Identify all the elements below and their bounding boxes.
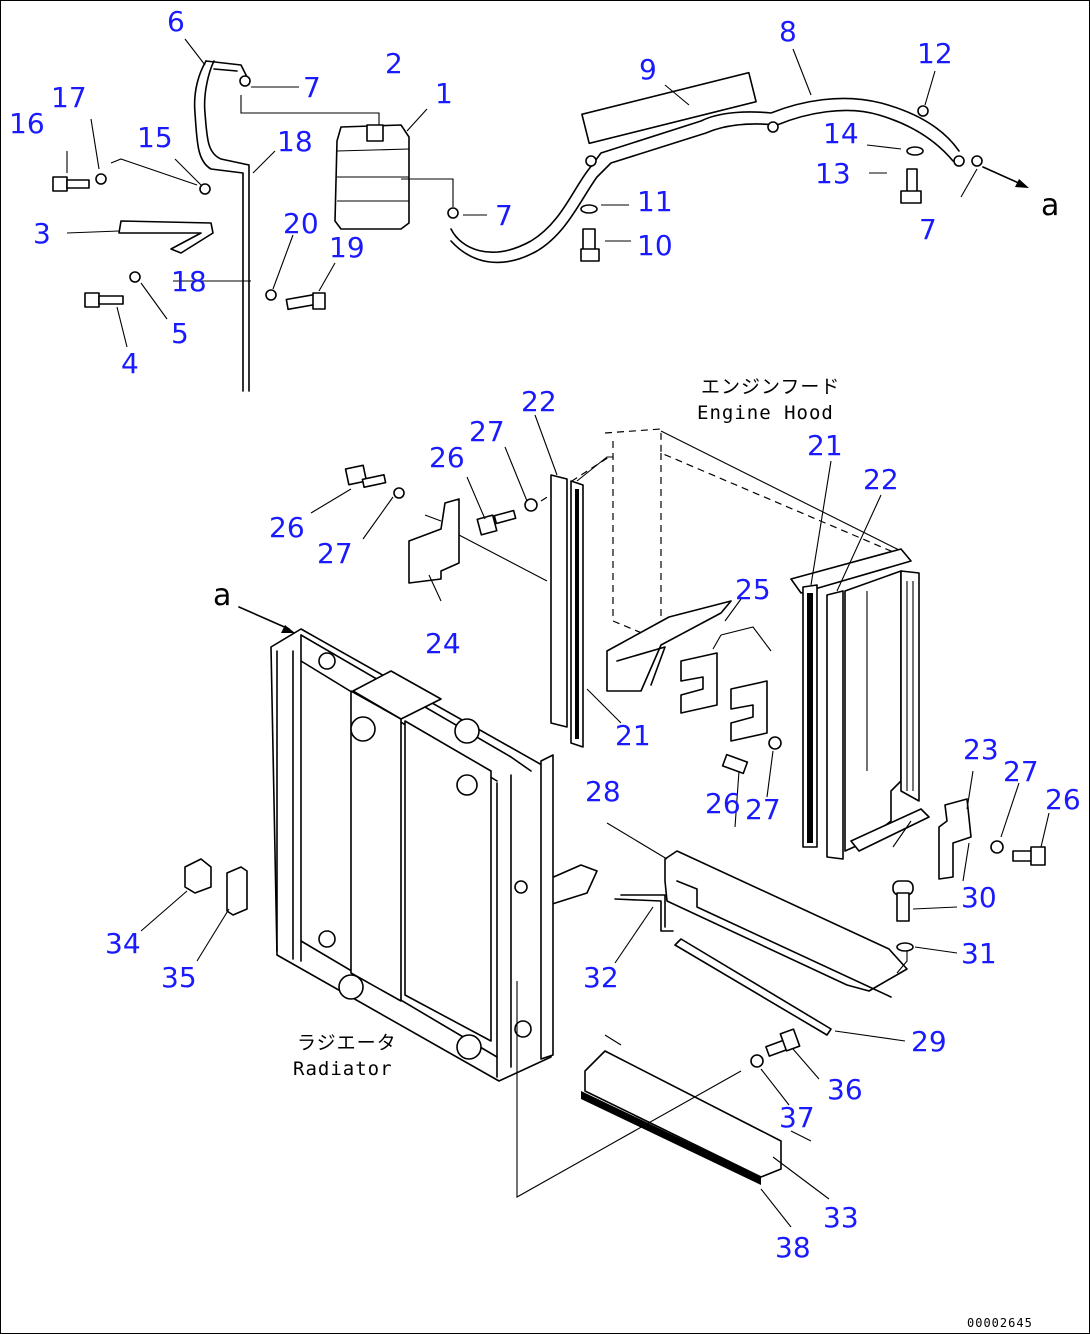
callout-27c: 27 [745,793,781,826]
callout-26a: 26 [429,441,465,474]
callout-7a: 7 [303,71,321,104]
callout-17: 17 [51,81,87,114]
callout-28: 28 [585,775,621,808]
callout-34: 34 [105,927,141,960]
radiator-caption-jp: ラジエータ [297,1032,397,1054]
callout-30: 30 [961,881,997,914]
callout-12: 12 [917,37,953,70]
radiator [270,628,598,1082]
leader-lines-lower [140,414,1050,1228]
callout-27d: 27 [1003,755,1039,788]
callout-27a: 27 [469,415,505,448]
callout-22a: 22 [521,385,557,418]
right-side-panels [790,548,930,860]
callout-11: 11 [637,185,673,218]
callout-37: 37 [779,1101,815,1134]
callout-5: 5 [171,317,189,350]
callout-9: 9 [639,53,657,86]
callout-36: 36 [827,1073,863,1106]
callout-23: 23 [963,733,999,766]
left-seal-strips [550,456,613,748]
callout-22b: 22 [863,463,899,496]
callout-27b: 27 [317,537,353,570]
lower-cover-33 [581,1028,812,1185]
drawing-code: 00002645 [967,1316,1033,1330]
callout-8: 8 [779,15,797,48]
callout-33: 33 [823,1201,859,1234]
callout-18b: 18 [171,265,207,298]
callout-21a: 21 [807,429,843,462]
callout-20: 20 [283,207,319,240]
callout-18a: 18 [277,125,313,158]
callout-10: 10 [637,229,673,262]
small-fasteners [52,105,983,311]
overflow-hose [193,60,251,392]
fan-shroud-cover [606,600,772,742]
connection-ref-top: a [1041,188,1059,223]
lower-cover-28 [606,822,908,1036]
callout-13: 13 [815,157,851,190]
callout-26c: 26 [705,787,741,820]
tank-hose-to-radiator [450,71,965,264]
connection-ref-radiator: a [213,578,231,613]
callout-35: 35 [161,961,197,994]
callout-25: 25 [735,573,771,606]
callout-14: 14 [823,117,859,150]
callout-29: 29 [911,1025,947,1058]
hood-caption-en: Engine Hood [697,402,834,424]
callout-31: 31 [961,937,997,970]
callout-38: 38 [775,1231,811,1264]
callout-19: 19 [329,231,365,264]
callout-numbers: 1 2 3 4 5 6 7 7 7 8 9 10 11 12 13 14 15 … [9,5,1081,1264]
callout-7b: 7 [495,199,513,232]
radiator-caption-en: Radiator [293,1058,393,1080]
callout-6: 6 [167,5,185,38]
callout-26d: 26 [1045,783,1081,816]
callout-1: 1 [435,77,453,110]
bracket-left [344,464,548,584]
bracket-right [721,736,1046,880]
blocks-34-35 [184,858,248,916]
hood-caption-jp: エンジンフード [701,376,840,398]
reserve-tank [334,124,410,230]
callout-16: 16 [9,107,45,140]
captions: エンジンフード Engine Hood ラジエータ Radiator a a 0… [213,188,1059,1330]
callout-7c: 7 [919,213,937,246]
callout-4: 4 [121,347,139,380]
leader-lines-top [66,38,1029,348]
clamp-bracket [118,220,214,254]
callout-21b: 21 [615,719,651,752]
callout-2: 2 [385,47,403,80]
callout-15: 15 [137,121,173,154]
bolt-30 [892,880,914,952]
callout-26b: 26 [269,511,305,544]
callout-24: 24 [425,627,461,660]
callout-3: 3 [33,217,51,250]
callout-32: 32 [583,961,619,994]
